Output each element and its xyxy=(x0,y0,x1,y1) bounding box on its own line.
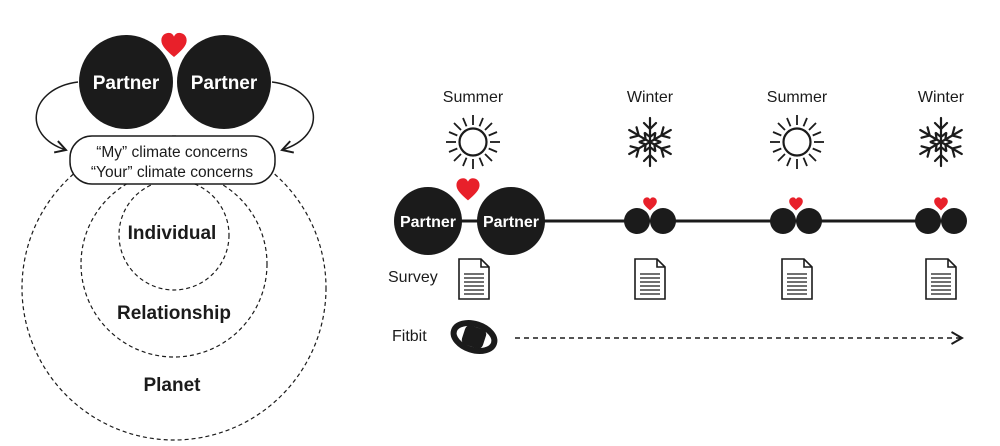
heart-icon xyxy=(643,197,657,211)
arrow-right-icon xyxy=(271,81,315,154)
document-icon xyxy=(634,258,666,300)
ring-relationship-label: Relationship xyxy=(117,303,231,324)
fitbit-band-icon xyxy=(450,320,498,354)
arrow-left-icon xyxy=(35,81,79,154)
concerns-your-text: “Your” climate concerns xyxy=(91,164,253,181)
timeline-partner-circle-b xyxy=(477,187,545,255)
heart-icon xyxy=(934,197,948,211)
concerns-box xyxy=(69,135,276,185)
sun-icon xyxy=(446,115,500,169)
timeline-partner-b-label: Partner xyxy=(483,214,539,231)
survey-label: Survey xyxy=(388,269,438,286)
small-partner-circle xyxy=(770,208,796,234)
document-icon xyxy=(925,258,957,300)
season-label: Winter xyxy=(918,89,965,106)
partner-circle-b xyxy=(177,35,271,129)
season-label: Summer xyxy=(443,89,504,106)
document-icon xyxy=(781,258,813,300)
timeline-partner-a-label: Partner xyxy=(400,214,456,231)
ring-relationship xyxy=(80,170,268,358)
season-label: Winter xyxy=(627,89,674,106)
partner-b-label: Partner xyxy=(191,73,258,94)
small-partner-circle xyxy=(941,208,967,234)
heart-icon xyxy=(789,197,803,211)
fitbit-label: Fitbit xyxy=(392,328,427,345)
left-panel: “My” climate concerns “Your” climate con… xyxy=(21,32,327,441)
small-partner-circle xyxy=(915,208,941,234)
concerns-my-text: “My” climate concerns xyxy=(96,144,248,161)
ring-individual-label: Individual xyxy=(128,223,217,244)
small-partner-circle xyxy=(624,208,650,234)
heart-icon xyxy=(161,32,187,58)
partner-circle-a xyxy=(79,35,173,129)
document-icon xyxy=(458,258,490,300)
season-label: Summer xyxy=(767,89,828,106)
sun-icon xyxy=(770,115,824,169)
right-panel: Summer Winter Summer Winter xyxy=(388,89,967,354)
heart-icon xyxy=(456,178,480,201)
small-partner-circle xyxy=(650,208,676,234)
small-partner-circle xyxy=(796,208,822,234)
ring-planet-label: Planet xyxy=(143,375,201,396)
snowflake-icon xyxy=(628,116,672,168)
timeline-partner-circle-a xyxy=(394,187,462,255)
ring-individual xyxy=(118,179,230,291)
snowflake-icon xyxy=(919,116,963,168)
partner-a-label: Partner xyxy=(93,73,160,94)
